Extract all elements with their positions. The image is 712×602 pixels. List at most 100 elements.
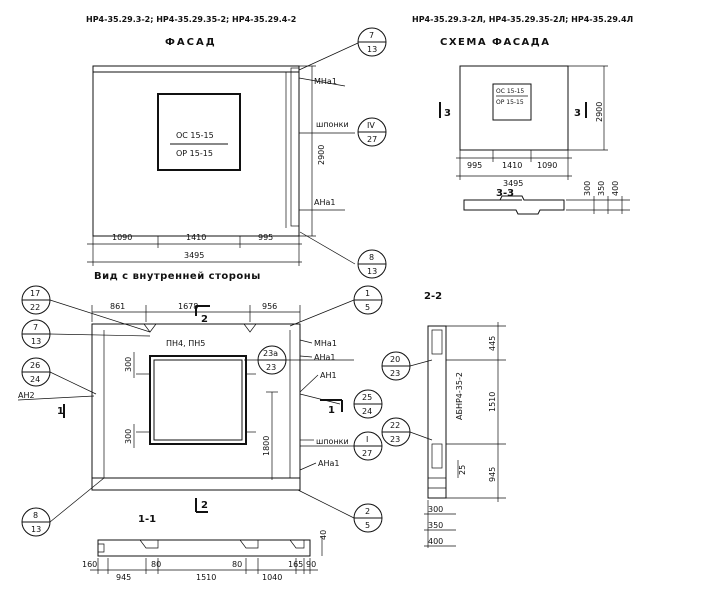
inner-dim-1678: 1678 — [178, 302, 198, 311]
inner-vertical-dims: 300 300 1800 — [124, 352, 278, 480]
label-ana1-inner: АНа1 — [314, 353, 335, 362]
cut-2-bottom: 2 — [201, 500, 208, 511]
callout-8-13-top: 8 13 — [357, 249, 387, 279]
svg-text:13: 13 — [367, 267, 377, 276]
facade-dim-3495: 3495 — [184, 251, 204, 260]
s11-dim-945: 945 — [116, 573, 131, 582]
svg-text:7: 7 — [369, 31, 374, 40]
section-1-1: 1-1 160 945 80 1510 80 1040 165 90 40 — [82, 514, 328, 582]
facade-panel — [92, 65, 300, 237]
inner-panel — [91, 323, 301, 491]
callout-8-13-inner: 8 13 — [21, 507, 51, 537]
callout-I-27: I 27 — [353, 431, 383, 461]
callout-2-5: 2 5 — [353, 503, 383, 533]
cut-1-left: 1 — [57, 406, 64, 417]
svg-text:17: 17 — [30, 289, 40, 298]
facade-title: ФАСАД — [165, 37, 217, 48]
facade-window: ОС 15-15 ОР 15-15 — [157, 93, 241, 171]
callout-25-24: 25 24 — [353, 389, 383, 419]
callout-20-23: 20 23 — [381, 351, 411, 381]
svg-text:8: 8 — [369, 253, 374, 262]
svg-text:5: 5 — [365, 303, 370, 312]
facade-dim-1410: 1410 — [186, 233, 206, 242]
svg-text:22: 22 — [30, 303, 40, 312]
inner-window — [136, 355, 256, 445]
cut-3-left: 3 — [444, 108, 451, 119]
svg-text:13: 13 — [31, 337, 41, 346]
inner-top-dimensions: 861 1678 956 2 — [91, 302, 301, 325]
svg-text:23: 23 — [266, 363, 276, 372]
svg-text:IV: IV — [367, 121, 375, 130]
svg-text:13: 13 — [31, 525, 41, 534]
scheme-window-mark-1: ОС 15-15 — [496, 88, 524, 95]
svg-text:26: 26 — [30, 361, 40, 370]
scheme-dim-1410: 1410 — [502, 161, 522, 170]
section-22-title: 2-2 — [424, 291, 442, 302]
svg-text:13: 13 — [367, 45, 377, 54]
callout-22-23: 22 23 — [381, 417, 411, 447]
callout-17-22: 17 22 — [21, 285, 51, 315]
svg-text:22: 22 — [390, 421, 400, 430]
facade-marks-title: НР4-35.29.3-2; НР4-35.29.35-2; НР4-35.29… — [86, 15, 296, 24]
facade-dim-995: 995 — [258, 233, 273, 242]
s22-dim-400: 400 — [428, 537, 443, 546]
label-abnr: АБНР4-35-2 — [455, 372, 464, 420]
s11-dim-160: 160 — [82, 560, 97, 569]
s11-dim-165: 165 — [288, 560, 303, 569]
svg-text:23: 23 — [390, 369, 400, 378]
svg-text:7: 7 — [33, 323, 38, 332]
callout-1-5: 1 5 — [353, 285, 383, 315]
callout-7-13-inner: 7 13 — [21, 319, 51, 349]
s11-dim-1040: 1040 — [262, 573, 282, 582]
scheme-dim-2900: 2900 — [595, 102, 604, 122]
svg-text:23а: 23а — [263, 349, 278, 358]
scheme-marks-title: НР4-35.29.3-2Л, НР4-35.29.35-2Л; НР4-35.… — [412, 15, 633, 24]
cut-1-right: 1 — [328, 405, 335, 416]
inner-view-title: Вид с внутренней стороны — [94, 271, 261, 282]
label-pn: ПН4, ПН5 — [166, 339, 205, 348]
label-an1: АН1 — [320, 371, 337, 380]
s22-dim-1510: 1510 — [488, 392, 497, 412]
section-33-title: 3-3 — [496, 188, 514, 199]
label-shponki-inner: шпонки — [316, 437, 349, 446]
scheme-dim-3495: 3495 — [503, 179, 523, 188]
section-3-3: 3-3 300 350 400 — [463, 181, 630, 215]
callout-IV-27: IV 27 — [357, 117, 387, 147]
svg-text:20: 20 — [390, 355, 400, 364]
svg-text:5: 5 — [365, 521, 370, 530]
s11-dim-80-a: 80 — [151, 560, 161, 569]
svg-text:2: 2 — [365, 507, 370, 516]
callout-26-24: 26 24 — [21, 357, 51, 387]
s22-dim-445: 445 — [488, 336, 497, 351]
label-an2: АН2 — [18, 391, 35, 400]
label-ana1-inner-bottom: АНа1 — [318, 459, 339, 468]
s33-dim-400: 400 — [611, 181, 620, 196]
inner-dim-300-a: 300 — [124, 357, 133, 372]
cut-3-right: 3 — [574, 108, 581, 119]
facade-dim-1090: 1090 — [112, 233, 132, 242]
label-mna1-inner: МНа1 — [314, 339, 337, 348]
facade-dim-2900: 2900 — [317, 145, 326, 165]
inner-dim-1800: 1800 — [262, 436, 271, 456]
label-mna1-top: МНа1 — [314, 77, 337, 86]
scheme-panel: ОС 15-15 ОР 15-15 3 3 — [439, 65, 587, 151]
s11-dim-40: 40 — [319, 530, 328, 540]
inner-dim-300-b: 300 — [124, 429, 133, 444]
svg-text:1: 1 — [365, 289, 370, 298]
label-shponki-top: шпонки — [316, 120, 349, 129]
s11-dim-1510: 1510 — [196, 573, 216, 582]
scheme-title: СХЕМА ФАСАДА — [440, 37, 550, 48]
s33-dim-350: 350 — [597, 181, 606, 196]
svg-text:24: 24 — [362, 407, 372, 416]
facade-callouts: МНа1 шпонки АНа1 7 13 IV 27 8 13 — [298, 27, 387, 279]
scheme-window-mark-2: ОР 15-15 — [496, 99, 524, 106]
inner-dim-861: 861 — [110, 302, 125, 311]
inner-callouts: 17 22 7 13 26 24 8 13 1 5 23а 23 — [21, 285, 383, 537]
callout-23a-23: 23а 23 — [257, 345, 287, 375]
cut-2-top: 2 — [201, 314, 208, 325]
s11-dim-80-b: 80 — [232, 560, 242, 569]
inner-dim-956: 956 — [262, 302, 277, 311]
svg-text:I: I — [366, 435, 368, 444]
svg-text:8: 8 — [33, 511, 38, 520]
